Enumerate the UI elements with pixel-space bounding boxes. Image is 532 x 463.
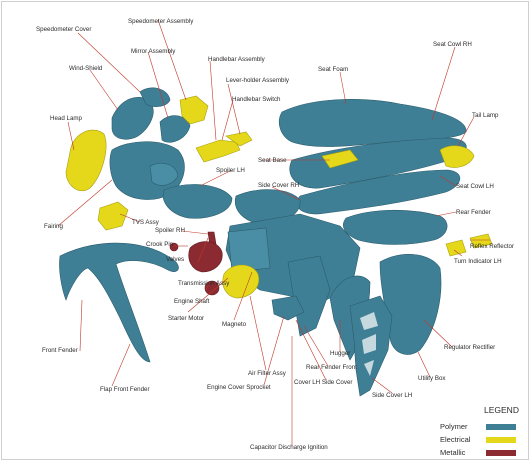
label-capacitor-discharge-ignition: Capacitor Discharge Ignition	[250, 444, 328, 451]
label-utility-box: Utility Box	[418, 375, 446, 382]
label-speedometer-assembly: Speedometer Assembly	[128, 18, 194, 25]
label-air-filter-assy: Air Filter Assy	[248, 370, 287, 377]
label-seat-base: Seat Base	[258, 157, 287, 164]
label-rear-fender: Rear Fender	[456, 209, 491, 216]
label-lever-holder-assembly: Lever-holder Assembly	[226, 77, 290, 84]
label-engine-shaft: Engine Shaft	[174, 298, 210, 305]
label-front-fender: Front Fender	[42, 347, 78, 354]
label-regulator-rectifier: Regulator Rectifier	[444, 344, 495, 351]
label-engine-cover-sprocket: Engine Cover Sprocket	[207, 384, 271, 391]
legend-label-electrical: Electrical	[440, 435, 471, 444]
tail-lamp-part	[440, 146, 474, 168]
label-side-cover-rh: Side Cover RH	[258, 182, 299, 189]
label-seat-foam: Seat Foam	[318, 66, 348, 73]
turn-indicator-part	[446, 240, 466, 256]
label-spoiler-rh: Spoiler RH	[155, 227, 185, 234]
handlebar-assembly-part	[196, 140, 240, 162]
label-cover-lh-side-cover: Cover LH Side Cover	[294, 379, 352, 386]
label-starter-motor: Starter Motor	[168, 315, 204, 322]
label-wind-shield: Wind-Shield	[69, 65, 103, 72]
label-tail-lamp: Tail Lamp	[472, 112, 499, 119]
label-tvs-assy: TVS Assy	[132, 219, 160, 226]
label-seat-cowl-lh: Seat Cowl LH	[456, 183, 494, 190]
transmission-part	[189, 242, 223, 272]
rear-fender-part	[343, 210, 447, 244]
label-spoiler-lh: Spoiler LH	[216, 167, 245, 174]
label-transmission-assy: Transmission Assy	[178, 280, 230, 287]
spoiler-lh-part	[163, 184, 232, 218]
legend-title: LEGEND	[484, 405, 519, 415]
front-fender-part	[59, 243, 178, 362]
label-magneto: Magneto	[222, 321, 247, 328]
air-filter-part	[228, 228, 270, 272]
legend-swatch-electrical	[486, 437, 516, 443]
legend-label-metallic: Metallic	[440, 448, 466, 457]
legend: LEGEND Polymer Electrical Metallic	[440, 405, 519, 457]
label-reflex-reflector: Reflex Reflector	[470, 243, 514, 250]
legend-swatch-metallic	[486, 450, 516, 456]
label-rear-fender-front: Rear Fender Front	[306, 364, 357, 371]
label-side-cover-lh: Side Cover LH	[372, 392, 412, 399]
label-turn-indicator-lh: Turn Indicator LH	[454, 258, 502, 265]
label-mirror-assembly: Mirror Assembly	[131, 48, 176, 55]
label-hugger: Hugger	[330, 350, 350, 357]
legend-swatch-polymer	[486, 424, 516, 430]
head-lamp-part	[66, 130, 106, 191]
tvs-assy-part	[98, 202, 128, 230]
label-head-lamp: Head Lamp	[50, 115, 83, 122]
legend-label-polymer: Polymer	[440, 422, 468, 431]
label-fairing: Fairing	[44, 223, 63, 230]
label-handlebar-switch: Handlebar Switch	[232, 96, 281, 103]
label-speedometer-cover: Speedometer Cover	[36, 26, 91, 33]
label-flap-front-fender: Flap Front Fender	[100, 386, 150, 393]
label-valves: Valves	[166, 256, 184, 263]
label-handlebar-assembly: Handlebar Assembly	[208, 56, 266, 63]
label-seat-cowl-rh: Seat Cowl RH	[433, 41, 472, 48]
label-crook-pin: Crook Pin	[146, 241, 174, 248]
